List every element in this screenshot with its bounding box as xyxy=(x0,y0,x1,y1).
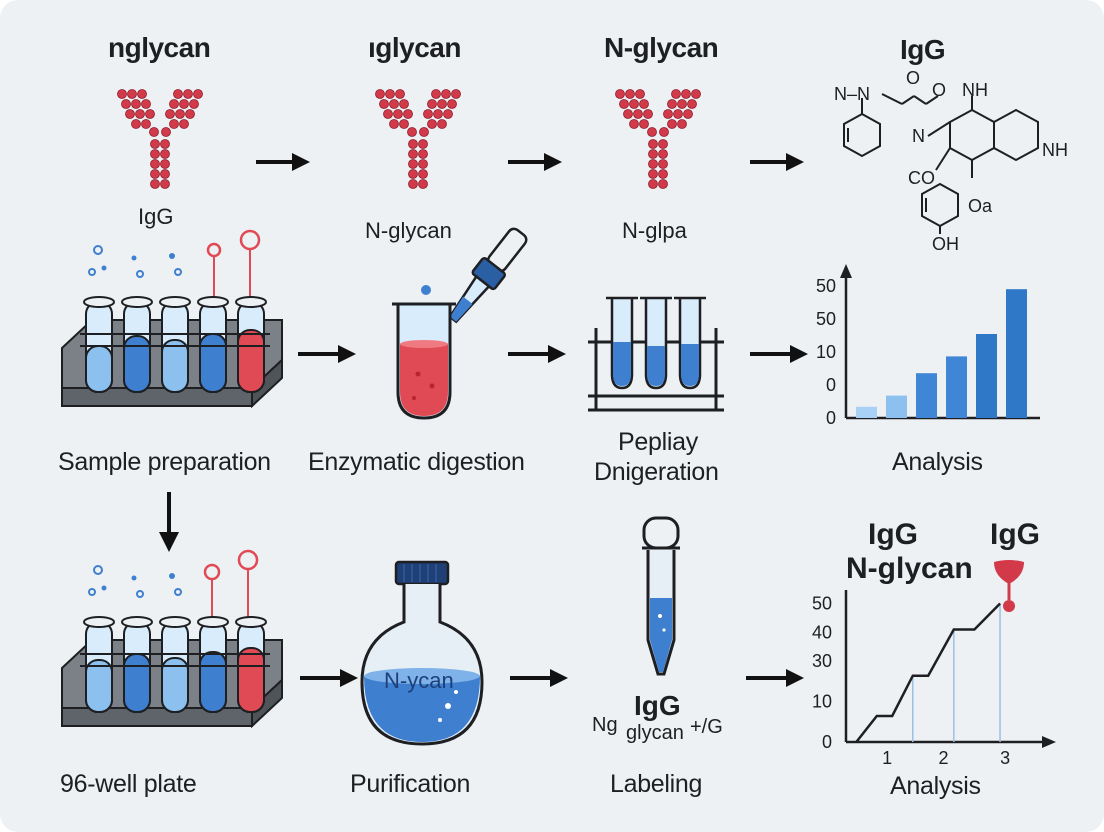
col1-bottom-label: IgG xyxy=(138,204,174,229)
labeling-ng-text: Ng xyxy=(592,714,618,736)
y-tick-label: 10 xyxy=(816,342,836,362)
chem-label: O xyxy=(932,80,946,100)
arrow-right-icon xyxy=(508,345,566,363)
y-tick-label: 40 xyxy=(812,622,832,642)
col1-top-label: nglycan xyxy=(108,32,211,63)
line-chart: 50 40 30 10 0 1 2 3 xyxy=(812,590,1056,768)
pin-marker-icon xyxy=(994,560,1024,612)
chem-label: Oa xyxy=(968,196,993,216)
96-well-plate-icon xyxy=(61,549,283,729)
96-well-plate-caption: 96-well plate xyxy=(60,770,197,798)
bar xyxy=(946,356,967,418)
line-chart-marker-label: IgG xyxy=(990,518,1040,551)
y-tick-label: 0 xyxy=(826,375,836,395)
labeling-glycan-text: glycan xyxy=(626,722,684,744)
chem-label: NH xyxy=(1042,140,1068,160)
flask-label: N-ycan xyxy=(384,668,454,693)
labeling-suffix-text: +/G xyxy=(690,716,723,738)
x-tick-label: 2 xyxy=(939,748,949,768)
col2-bottom-label: N-glycan xyxy=(365,218,452,243)
arrow-right-icon xyxy=(300,669,358,687)
bar xyxy=(916,373,937,418)
chem-label: O xyxy=(906,68,920,88)
bar xyxy=(1006,289,1027,418)
analysis-caption-1: Analysis xyxy=(892,448,983,476)
line-chart-title-line1: IgG xyxy=(868,518,918,551)
chem-label: N–N xyxy=(834,84,870,104)
bar xyxy=(856,406,877,418)
antibody-icon xyxy=(117,89,203,189)
arrow-right-icon xyxy=(750,153,804,171)
round-flask-icon xyxy=(360,560,484,746)
labeling-igg-text: IgG xyxy=(634,690,681,721)
y-tick-label: 50 xyxy=(816,276,836,296)
arrow-right-icon xyxy=(298,345,356,363)
peptide-caption-line1: Pepliay xyxy=(618,428,698,456)
arrow-right-icon xyxy=(746,669,804,687)
bar-chart: 50 50 10 0 0 xyxy=(816,264,1040,428)
labeling-caption: Labeling xyxy=(610,770,703,798)
col3-bottom-label: N-glpa xyxy=(622,218,687,243)
antibody-icon xyxy=(615,89,701,189)
y-tick-label: 50 xyxy=(816,309,836,329)
x-tick-label: 1 xyxy=(882,748,892,768)
line-chart-title-line2: N-glycan xyxy=(846,552,973,585)
y-tick-label: 50 xyxy=(812,594,832,614)
sample-preparation-caption: Sample preparation xyxy=(58,448,271,476)
purification-caption: Purification xyxy=(350,770,471,798)
chemical-structure-icon: N–N O O NH N NH CO Oa OH xyxy=(834,68,1068,254)
arrow-right-icon xyxy=(256,153,310,171)
col4-top-label: IgG xyxy=(900,34,946,65)
chem-label: N xyxy=(912,126,925,146)
pipette-icon xyxy=(642,516,680,676)
y-tick-label: 10 xyxy=(812,692,832,712)
chem-label: OH xyxy=(932,234,959,254)
y-tick-label: 0 xyxy=(826,408,836,428)
x-tick-label: 3 xyxy=(1000,748,1010,768)
enzymatic-digestion-caption: Enzymatic digestion xyxy=(308,448,525,476)
col3-top-label: N-glycan xyxy=(604,32,719,63)
test-tube-rack-icon xyxy=(61,229,283,409)
arrow-right-icon xyxy=(510,669,568,687)
y-tick-label: 30 xyxy=(812,651,832,671)
tube-stand-icon xyxy=(588,296,724,412)
chem-label: CO xyxy=(908,168,935,188)
arrow-right-icon xyxy=(508,153,562,171)
bar xyxy=(886,395,907,418)
peptide-caption-line2: Dnigeration xyxy=(594,458,719,486)
antibody-icon xyxy=(375,89,461,189)
col2-top-label: ıglycan xyxy=(368,32,461,63)
enzyme-dropper-tube-icon xyxy=(392,227,528,420)
arrow-right-icon xyxy=(750,345,808,363)
analysis-caption-2: Analysis xyxy=(890,772,981,800)
arrow-down-icon xyxy=(159,492,179,552)
y-tick-label: 0 xyxy=(822,732,832,752)
chem-label: NH xyxy=(962,80,988,100)
line-series xyxy=(855,602,1001,743)
bar xyxy=(976,334,997,418)
